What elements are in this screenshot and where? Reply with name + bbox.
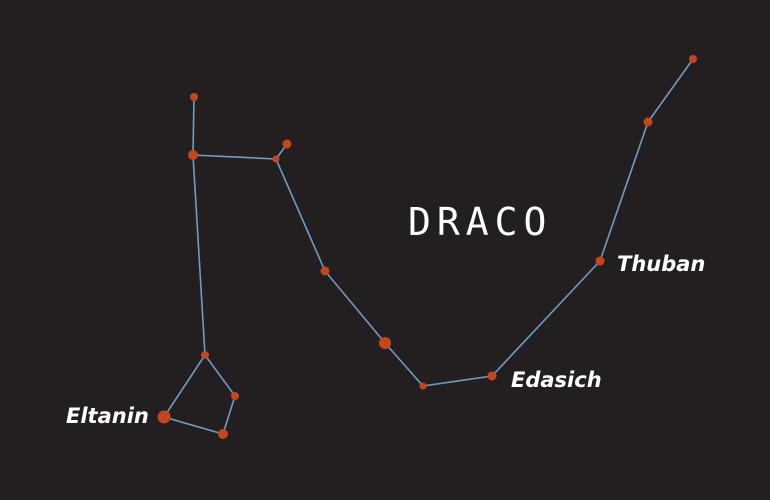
- star-body-middle: [320, 266, 330, 276]
- star-eltanin: [157, 410, 171, 424]
- star-tail: [643, 117, 653, 127]
- star-body-upper: [272, 155, 280, 163]
- constellation-line-head: [162, 354, 236, 435]
- star-head-bottom: [218, 429, 228, 439]
- star-body-spur: [282, 139, 292, 149]
- constellation-stars: [157, 55, 697, 439]
- star-top: [190, 93, 198, 101]
- star-head-top: [201, 351, 209, 359]
- star-tail-tip: [689, 55, 697, 63]
- label-edasich: Edasich: [511, 368, 602, 392]
- constellation-lines: [162, 58, 694, 435]
- label-thuban: Thuban: [617, 252, 706, 276]
- constellation-line-spine: [192, 58, 694, 387]
- star-edasich: [487, 371, 497, 381]
- constellation-title: DRACO: [408, 200, 553, 244]
- star-thuban: [595, 256, 605, 266]
- label-eltanin: Eltanin: [66, 404, 149, 428]
- star-neck-top: [188, 150, 198, 160]
- star-head-right: [231, 392, 239, 400]
- constellation-line-neck: [192, 154, 206, 356]
- star-body-bottom: [419, 382, 427, 390]
- star-body-bright: [379, 337, 391, 349]
